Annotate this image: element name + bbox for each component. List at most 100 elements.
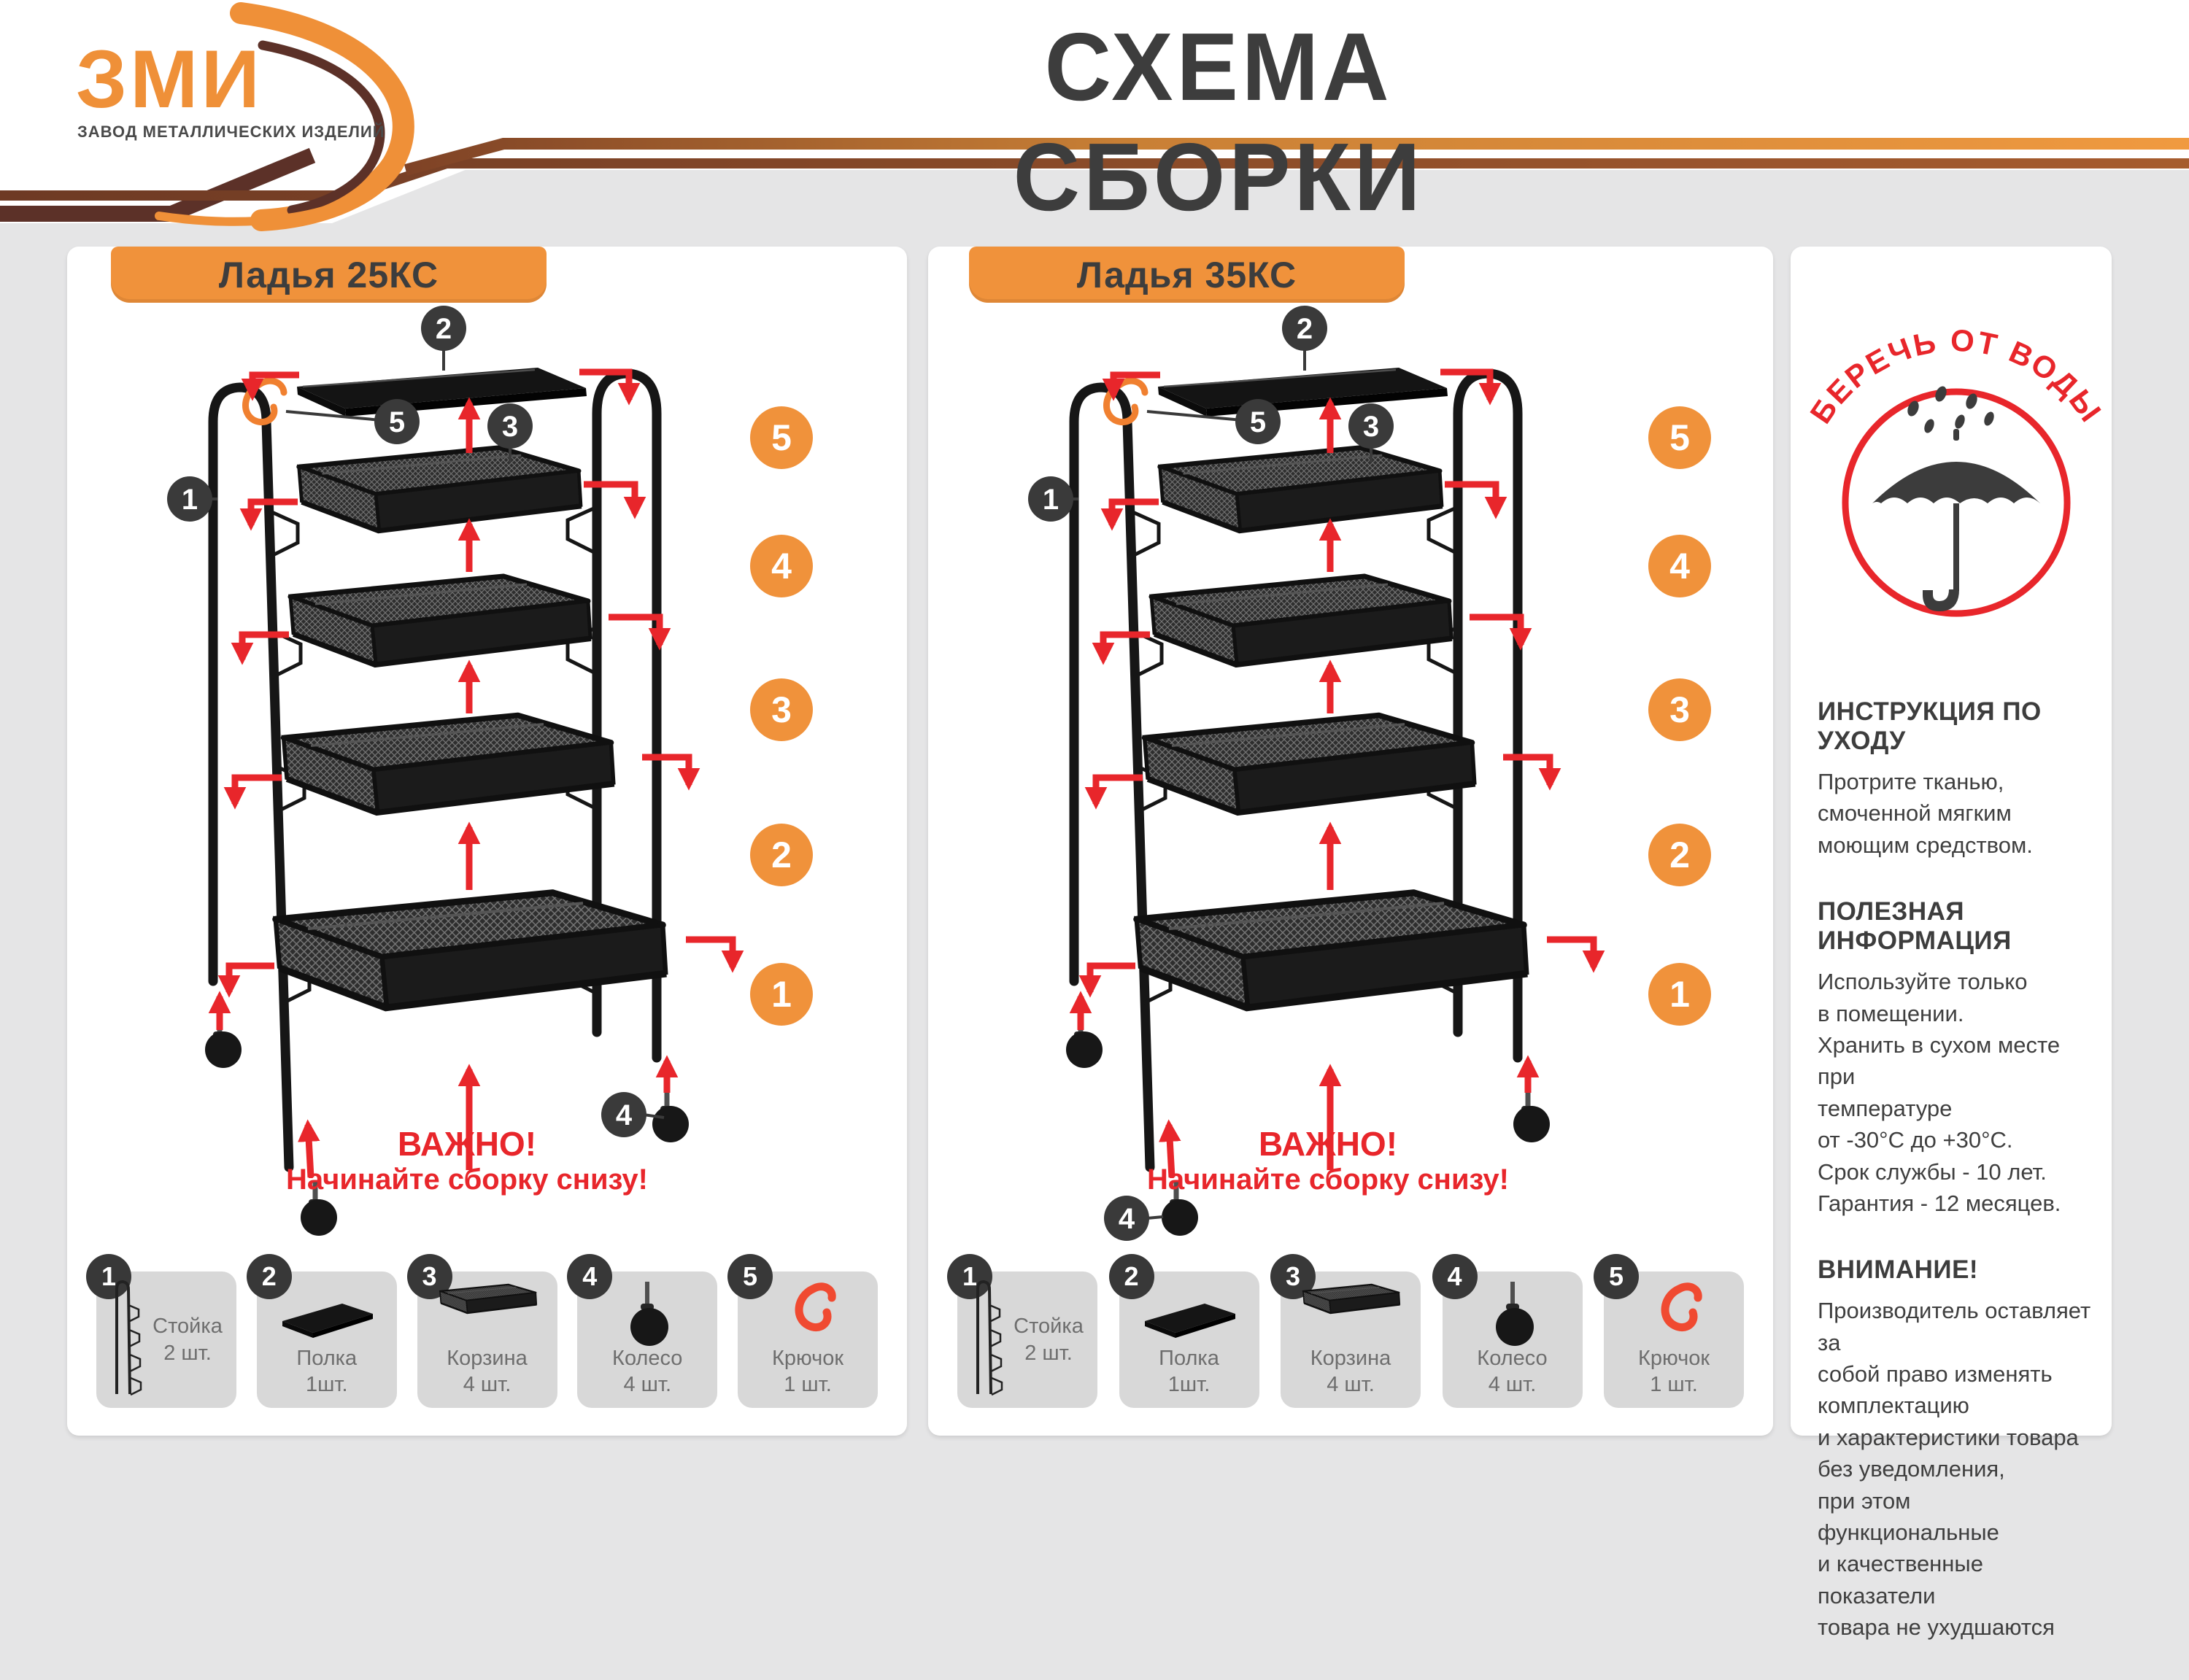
marker-1: 1 [1043,484,1059,516]
assembly-arrows [1069,368,1605,1178]
product-title-pill: Ладья 25КС [111,247,547,303]
part-number-badge: 1 [947,1254,992,1299]
wheel-front-left [1066,1014,1103,1068]
part-label: Крючок 1 шт. [1604,1345,1744,1398]
badge-circle [1842,388,2071,617]
part-qty: 4 шт. [1327,1372,1375,1396]
part-number-badge: 4 [1432,1254,1478,1299]
marker-1: 1 [182,484,198,516]
basket-4 [1137,893,1528,1009]
part-qty: 2 шт. [163,1341,212,1365]
marker-5: 5 [389,406,405,438]
step-circle: 5 [1669,417,1690,458]
zmi-logo-swoosh-icon [155,2,414,231]
part-card-koleso: 4 Колесо 4 шт. [1432,1254,1583,1408]
basket-4 [276,893,667,1009]
part-name: Стойка [1014,1315,1084,1339]
assembly-arrows [208,368,744,1178]
parts-list: 1 Стойка 2 шт. 2 Полка 1шт. 3 [86,1254,878,1408]
part-name: Корзина [1310,1346,1391,1370]
koleso-icon [577,1279,717,1352]
part-card-kryuchok: 5 Крючок 1 шт. [727,1254,878,1408]
part-qty: 1 шт. [1650,1372,1698,1396]
marker-2: 2 [1297,313,1313,345]
part-label: Стойка 2 шт. [142,1271,233,1408]
care-panel: БЕРЕЧЬ ОТ ВОДЫ ИНСТРУКЦИЯ ПО УХОДУ Протр… [1791,247,2112,1640]
basket-1 [299,448,582,532]
kryuchok-icon [1604,1279,1744,1352]
korzina-icon [417,1279,557,1348]
marker-5: 5 [1250,406,1266,438]
kryuchok-icon [738,1279,878,1352]
part-qty: 1шт. [1167,1372,1211,1396]
keep-away-from-water-badge: БЕРЕЧЬ ОТ ВОДЫ [1803,323,2107,617]
exploded-diagram-35kc: 1 2 3 5 4 5 4 3 [928,305,1773,1268]
step-circle: 2 [1669,835,1690,875]
part-qty: 2 шт. [1024,1341,1073,1365]
stoika-icon [101,1277,143,1398]
part-name: Крючок [1637,1346,1710,1370]
part-number-badge: 2 [1108,1254,1154,1299]
step-circle: 4 [771,546,792,587]
part-label: Корзина 4 шт. [417,1345,557,1398]
warning-title: ВАЖНО! [398,1125,536,1163]
warning-title: ВАЖНО! [1259,1125,1397,1163]
part-label: Полка 1шт. [257,1345,397,1398]
care-section-heading: ВНИМАНИЕ! [1818,1255,1979,1285]
basket-2 [1151,576,1452,665]
step-circle: 5 [771,417,792,458]
top-shelf [1157,366,1449,418]
part-name: Стойка [153,1315,223,1339]
step-circle: 4 [1669,546,1690,587]
step-circle: 1 [771,974,792,1015]
wheel-front-right [1513,1088,1550,1142]
marker-3: 3 [502,411,518,443]
part-card-polka: 2 Полка 1шт. [246,1254,397,1408]
part-markers: 1 2 3 5 4 [167,306,665,1137]
part-label: Колесо 4 шт. [577,1345,717,1398]
part-number-badge: 4 [567,1254,613,1299]
care-section-body: Производитель оставляет за собой право и… [1818,1298,2091,1641]
part-card-kryuchok: 5 Крючок 1 шт. [1594,1254,1744,1408]
swoosh-stripe-brown [0,158,2189,201]
step-circle: 1 [1669,974,1690,1015]
basket-3 [284,716,614,813]
koleso-icon [1443,1279,1583,1352]
part-qty: 4 шт. [1488,1372,1537,1396]
part-label: Колесо 4 шт. [1443,1345,1583,1398]
basket-3 [1145,716,1475,813]
warning-text: Начинайте сборку снизу! [286,1164,648,1196]
zmi-logo: ЗМИ ЗАВОД МЕТАЛЛИЧЕСКИХ ИЗДЕЛИЙ [29,0,496,241]
korzina-icon [1281,1279,1421,1348]
stoika-icon [962,1277,1004,1398]
part-name: Полка [296,1346,358,1370]
part-label: Стойка 2 шт. [1003,1271,1094,1408]
part-label: Корзина 4 шт. [1281,1345,1421,1398]
step-circle: 3 [771,689,792,730]
part-qty: 1шт. [305,1372,348,1396]
care-section-heading: ИНСТРУКЦИЯ ПО УХОДУ [1818,697,2042,755]
part-number-badge: 5 [727,1254,773,1299]
part-label: Крючок 1 шт. [738,1345,878,1398]
care-instructions: ИНСТРУКЦИЯ ПО УХОДУ Протрите тканью, смо… [1818,697,2093,1680]
logo-subtitle: ЗАВОД МЕТАЛЛИЧЕСКИХ ИЗДЕЛИЙ [77,123,385,141]
marker-3: 3 [1363,411,1379,443]
basket-1 [1160,448,1443,532]
marker-4: 4 [1119,1203,1135,1235]
part-card-stoika: 1 Стойка 2 шт. [86,1254,236,1408]
part-label: Полка 1шт. [1119,1345,1259,1398]
part-card-korzina: 3 Корзина 4 шт. [406,1254,557,1408]
parts-list: 1 Стойка 2 шт. 2 Полка 1шт. 3 [947,1254,1744,1408]
part-name: Крючок [771,1346,844,1370]
part-number-badge: 5 [1594,1254,1639,1299]
wheel-front-left [205,1014,242,1068]
product-panel-25kc: Ладья 25КС [67,247,907,1436]
part-qty: 1 шт. [784,1372,832,1396]
part-qty: 4 шт. [623,1372,672,1396]
part-number-badge: 2 [246,1254,292,1299]
marker-4: 4 [616,1099,633,1131]
swoosh-stripe-orange [404,138,2189,176]
part-name: Корзина [447,1346,528,1370]
step-circle: 2 [771,835,792,875]
care-section-body: Используйте только в помещении. Хранить … [1818,969,2061,1216]
